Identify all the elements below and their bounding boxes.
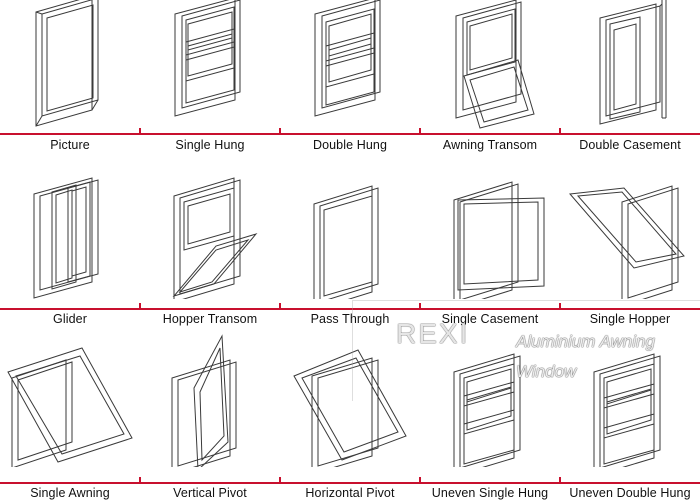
watermark: REXI Aluminium Awning Window — [352, 300, 700, 401]
label-single-casement: Single Casement — [441, 312, 539, 326]
label-awning-transom: Awning Transom — [442, 138, 538, 152]
cell-double-hung: Double Hung — [280, 0, 420, 168]
uneven-single-hung-window-icon — [453, 353, 521, 467]
divider-line-3 — [0, 482, 700, 484]
cell-single-awning: Single Awning — [0, 332, 140, 500]
cell-glider: Glider — [0, 164, 140, 332]
cell-uneven-double-hung: Uneven Double Hung — [560, 332, 700, 500]
divider-tick — [279, 303, 281, 309]
label-horizontal-pivot: Horizontal Pivot — [305, 486, 395, 500]
divider-tick — [559, 303, 561, 309]
uneven-double-hung-window-icon — [593, 353, 661, 467]
cell-single-hung: Single Hung — [140, 0, 280, 168]
label-pass-through: Pass Through — [310, 312, 390, 326]
picture-window-icon — [35, 0, 99, 127]
divider-line-2 — [0, 308, 700, 310]
divider-line-1 — [0, 133, 700, 135]
label-single-awning: Single Awning — [30, 486, 110, 500]
cell-uneven-single-hung: Uneven Single Hung — [420, 332, 560, 500]
watermark-caption-line-1: Aluminium Awning — [516, 332, 655, 351]
cell-single-hopper: Single Hopper — [560, 164, 700, 332]
single-hopper-window-icon — [568, 185, 685, 299]
watermark-caption-line-2: Window — [516, 362, 577, 381]
row-1: Picture Single Hung Double Hung — [0, 0, 700, 168]
label-double-hung: Double Hung — [312, 138, 388, 152]
label-picture: Picture — [50, 138, 90, 152]
divider-tick — [279, 477, 281, 483]
row-2: Glider Hopper Transom Pass Through Singl… — [0, 164, 700, 332]
single-awning-window-icon — [7, 347, 133, 467]
divider-tick — [139, 477, 141, 483]
horizontal-pivot-window-icon — [293, 349, 407, 467]
glider-window-icon — [33, 177, 99, 299]
double-hung-window-icon — [314, 0, 381, 117]
divider-tick — [419, 128, 421, 134]
label-glider: Glider — [53, 312, 87, 326]
cell-picture: Picture — [0, 0, 140, 168]
single-casement-window-icon — [453, 181, 545, 299]
divider-tick — [559, 128, 561, 134]
single-hung-window-icon — [174, 0, 241, 117]
cell-hopper-transom: Hopper Transom — [140, 164, 280, 332]
watermark-brand: REXI — [396, 318, 470, 349]
cell-horizontal-pivot: Horizontal Pivot — [280, 332, 420, 500]
divider-tick — [139, 128, 141, 134]
label-vertical-pivot: Vertical Pivot — [173, 486, 247, 500]
label-single-hopper: Single Hopper — [589, 312, 671, 326]
label-hopper-transom: Hopper Transom — [162, 312, 258, 326]
divider-tick — [139, 303, 141, 309]
cell-vertical-pivot: Vertical Pivot — [140, 332, 280, 500]
row-3: Single Awning Vertical Pivot Horizontal … — [0, 332, 700, 500]
cell-double-casement: Double Casement — [560, 0, 700, 168]
cell-awning-transom: Awning Transom — [420, 0, 560, 168]
cell-pass-through: Pass Through — [280, 164, 420, 332]
cell-single-casement: Single Casement — [420, 164, 560, 332]
hopper-transom-window-icon — [172, 177, 258, 299]
label-uneven-double-hung: Uneven Double Hung — [569, 486, 691, 500]
awning-transom-window-icon — [455, 0, 535, 129]
divider-tick — [279, 128, 281, 134]
watermark-frame — [352, 300, 700, 401]
vertical-pivot-window-icon — [171, 334, 237, 467]
double-casement-window-icon — [599, 0, 667, 125]
divider-tick — [419, 303, 421, 309]
divider-tick — [419, 477, 421, 483]
label-double-casement: Double Casement — [579, 138, 681, 152]
label-uneven-single-hung: Uneven Single Hung — [431, 486, 549, 500]
divider-tick — [559, 477, 561, 483]
label-single-hung: Single Hung — [175, 138, 245, 152]
pass-through-window-icon — [313, 185, 379, 299]
